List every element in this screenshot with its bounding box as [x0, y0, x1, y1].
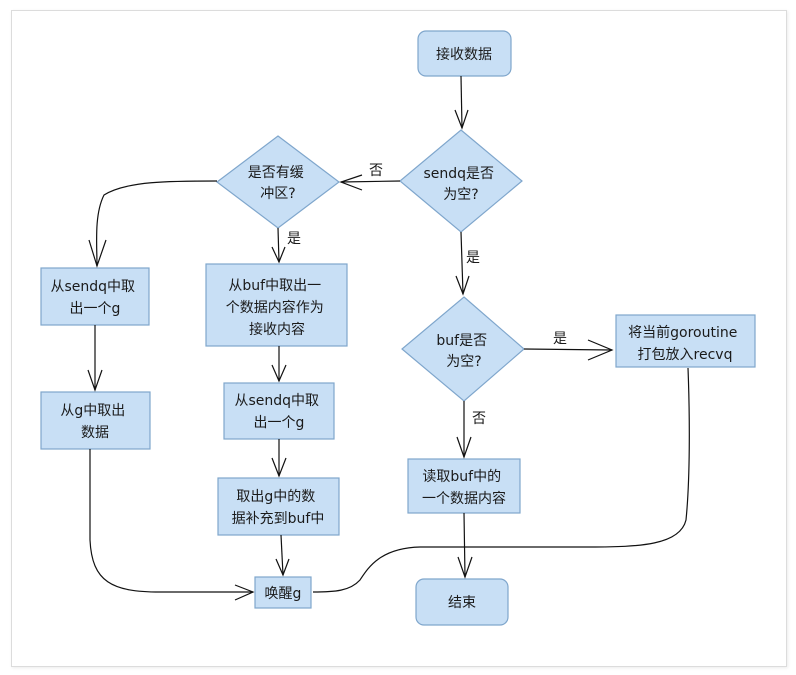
node-has-buffer-label: 是否有缓 冲区?	[248, 165, 308, 202]
node-buf-empty-label: buf是否 为空?	[436, 333, 491, 370]
node-left-take-g-label: 从sendq中取 出一个g	[50, 279, 139, 317]
edge-midtakebuf-to-midtakeg	[271, 346, 287, 383]
edge-packrecvq-to-wakeg	[312, 367, 690, 593]
node-read-buf-label: 读取buf中的 一个数据内容	[422, 468, 506, 507]
node-end: 结束	[415, 578, 509, 626]
node-pack-recvq: 将当前goroutine 打包放入recvq	[615, 314, 756, 368]
edge-label-yes-2: 是	[466, 250, 480, 266]
node-wake-g-label: 唤醒g	[265, 585, 302, 602]
edge-receive-to-sendq	[454, 75, 469, 130]
node-mid-take-g-label: 从sendq中取 出一个g	[234, 393, 323, 431]
edge-sendq-to-bufempty	[455, 231, 470, 296]
edge-label-no-2: 否	[472, 411, 486, 427]
node-mid-fill-buf-label: 取出g中的数 据补充到buf中	[232, 489, 325, 527]
node-mid-take-g: 从sendq中取 出一个g	[223, 382, 335, 440]
edge-label-no-1: 否	[369, 163, 383, 179]
node-mid-fill-buf: 取出g中的数 据补充到buf中	[217, 477, 340, 536]
edge-label-yes-3: 是	[553, 331, 567, 347]
node-has-buffer: 是否有缓 冲区?	[216, 135, 340, 229]
edge-bufempty-to-packrecvq	[523, 339, 614, 361]
node-sendq-empty-label: sendq是否 为空?	[423, 166, 498, 203]
node-receive: 接收数据	[417, 30, 512, 77]
node-mid-take-buf: 从buf中取出一 个数据内容作为 接收内容	[205, 263, 348, 347]
edge-buffer-to-lefttakeg	[88, 180, 218, 268]
node-left-take-g: 从sendq中取 出一个g	[40, 267, 150, 326]
node-read-buf: 读取buf中的 一个数据内容	[407, 458, 521, 514]
node-receive-label: 接收数据	[436, 46, 492, 63]
edge-midfillbuf-to-wakeg	[275, 534, 290, 577]
edge-sendq-to-buffer	[339, 174, 401, 191]
edge-bufempty-to-readbuf	[456, 401, 472, 459]
edge-readbuf-to-end	[457, 512, 473, 579]
node-left-take-data-label: 从g中取出 数据	[60, 403, 129, 441]
node-buf-empty: buf是否 为空?	[401, 296, 525, 402]
node-wake-g: 唤醒g	[254, 576, 312, 609]
node-mid-take-buf-label: 从buf中取出一 个数据内容作为 接收内容	[226, 278, 328, 338]
node-left-take-data: 从g中取出 数据	[40, 391, 151, 450]
edge-lefttakedata-to-wakeg	[89, 449, 255, 601]
node-sendq-empty: sendq是否 为空?	[399, 129, 523, 233]
edge-label-yes-1: 是	[287, 231, 301, 247]
node-pack-recvq-label: 将当前goroutine 打包放入recvq	[628, 324, 742, 363]
edge-buffer-to-midtakebuf	[271, 227, 286, 264]
node-end-label: 结束	[448, 595, 476, 611]
edge-lefttakeg-to-lefttakedata	[87, 325, 103, 392]
edge-midtakeg-to-midfillbuf	[271, 439, 287, 478]
